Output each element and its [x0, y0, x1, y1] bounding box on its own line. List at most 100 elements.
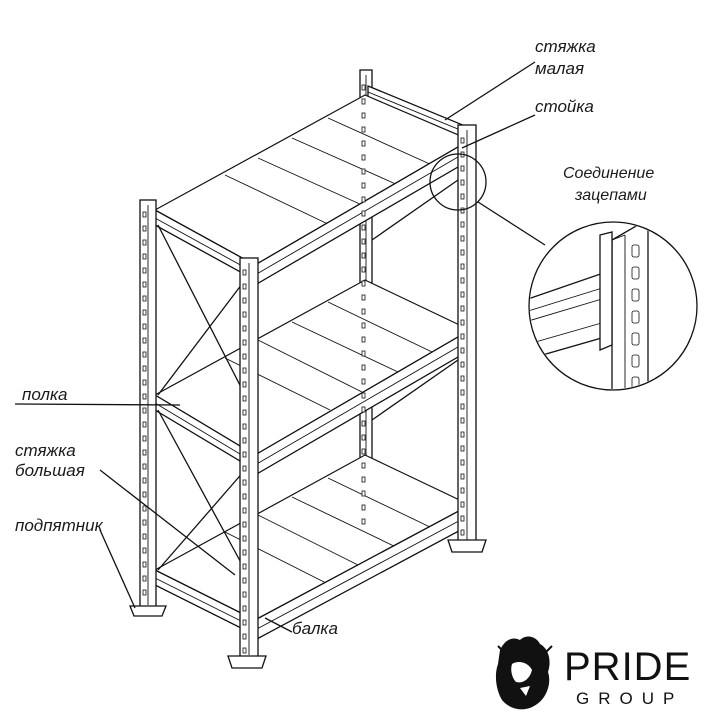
post-hole [361, 224, 366, 231]
post-hole [361, 112, 366, 119]
post-hole [142, 589, 147, 596]
post-hole [460, 375, 465, 382]
post-hole [242, 353, 247, 360]
front-middle-post [239, 257, 259, 659]
post-hole [242, 269, 247, 276]
post-hole [242, 437, 247, 444]
post-hole [361, 98, 366, 105]
middle-shelf [153, 279, 472, 477]
post-hole [142, 477, 147, 484]
label-post: стойка [535, 97, 594, 116]
detail-slot [631, 310, 640, 324]
detail-slot [631, 332, 640, 346]
post-hole [142, 337, 147, 344]
post-hole [361, 154, 366, 161]
detail-slot [631, 266, 640, 280]
bottom-shelf [153, 454, 472, 642]
post-hole [460, 459, 465, 466]
post-hole [361, 126, 366, 133]
post-hole [361, 420, 366, 427]
label-hook-2: зацепами [574, 187, 647, 204]
label-tie-small-2: малая [535, 59, 584, 78]
label-hook-1: Соединение [563, 165, 654, 182]
post-hole [142, 449, 147, 456]
post-hole [142, 519, 147, 526]
post-hole [361, 280, 366, 287]
post-hole [142, 323, 147, 330]
post-hole [460, 347, 465, 354]
post-hole [460, 361, 465, 368]
post-hole [361, 476, 366, 483]
post-hole [242, 395, 247, 402]
post-hole [242, 619, 247, 626]
label-tie-big-1: стяжка [15, 441, 76, 460]
label-beam: балка [292, 619, 338, 638]
post-hole [361, 406, 366, 413]
post-hole [361, 378, 366, 385]
post-hole [361, 308, 366, 315]
post-hole [460, 389, 465, 396]
post-hole [460, 529, 465, 536]
brand-sub: GROUP [576, 689, 683, 708]
post-hole [142, 421, 147, 428]
post-hole [242, 521, 247, 528]
post-hole [460, 417, 465, 424]
post-hole [142, 463, 147, 470]
post-hole [361, 140, 366, 147]
post-hole [460, 319, 465, 326]
post-hole [460, 431, 465, 438]
post-hole [361, 490, 366, 497]
side-braces [157, 179, 459, 571]
post-hole [460, 221, 465, 228]
post-perforations [142, 84, 465, 654]
post-hole [242, 507, 247, 514]
post-hole [142, 533, 147, 540]
post-hole [460, 305, 465, 312]
post-hole [142, 351, 147, 358]
rack-drawing [129, 69, 487, 669]
post-hole [142, 393, 147, 400]
post-hole [242, 647, 247, 654]
detail-slot [631, 354, 640, 368]
post-hole [460, 137, 465, 144]
post-hole [242, 549, 247, 556]
post-hole [142, 575, 147, 582]
post-hole [142, 435, 147, 442]
post-hole [142, 267, 147, 274]
post-hole [242, 563, 247, 570]
post-hole [361, 434, 366, 441]
lion-emblem-icon [495, 636, 553, 710]
post-hole [361, 168, 366, 175]
post-hole [361, 518, 366, 525]
post-hole [142, 239, 147, 246]
post-hole [242, 409, 247, 416]
post-hole [361, 210, 366, 217]
hook-detail-marker [429, 153, 546, 246]
brand-logo: PRIDE GROUP [495, 636, 691, 710]
post-hole [361, 182, 366, 189]
detail-slot [631, 244, 640, 258]
post-hole [361, 252, 366, 259]
post-hole [142, 561, 147, 568]
post-hole [361, 448, 366, 455]
post-hole [361, 504, 366, 511]
top-shelf [153, 94, 472, 287]
post-hole [460, 473, 465, 480]
post-hole [142, 295, 147, 302]
post-hole [361, 322, 366, 329]
label-foot: подпятник [15, 516, 104, 535]
post-hole [460, 291, 465, 298]
post-hole [460, 249, 465, 256]
post-hole [460, 333, 465, 340]
post-hole [242, 367, 247, 374]
post-hole [460, 235, 465, 242]
callout-labels: стяжка малая стойка Соединение зацепами … [15, 37, 654, 638]
brand-name: PRIDE [564, 645, 691, 689]
label-tie-small-1: стяжка [535, 37, 596, 56]
post-hole [242, 283, 247, 290]
post-hole [242, 493, 247, 500]
post-hole [361, 266, 366, 273]
post-hole [242, 311, 247, 318]
post-hole [460, 277, 465, 284]
